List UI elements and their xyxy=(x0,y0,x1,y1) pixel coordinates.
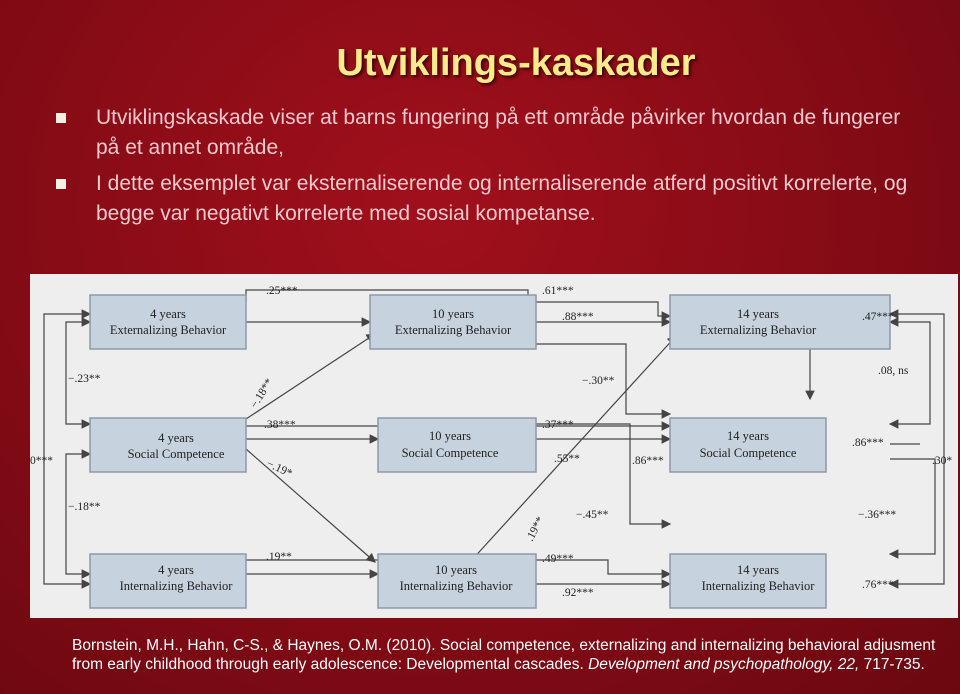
coef-int10-int14: .92*** xyxy=(562,587,594,599)
coef-ext10-ext14: .88*** xyxy=(562,311,594,323)
coef-soc4-int10: −.19* xyxy=(265,458,294,480)
coef-int14-right: .76*** xyxy=(862,579,894,591)
box-soc-14: 14 years Social Competence xyxy=(669,417,827,473)
box-ext-14-line1: 14 years xyxy=(737,307,779,321)
box-ext-4-line1: 4 years xyxy=(150,307,186,321)
citation-pages: 717-735. xyxy=(859,656,925,673)
box-int-10-line2: Internalizing Behavior xyxy=(400,579,514,593)
coef-soc10-int14: −.45** xyxy=(576,509,609,521)
box-int-4-line1: 4 years xyxy=(158,563,194,577)
box-int-4: 4 years Internalizing Behavior xyxy=(89,553,247,609)
box-soc-4: 4 years Social Competence xyxy=(89,417,247,473)
coef-right-outer: .30* xyxy=(932,455,952,467)
coef-soc4-soc14: .37*** xyxy=(542,419,574,431)
citation: Bornstein, M.H., Hahn, C-S., & Haynes, O… xyxy=(72,636,952,674)
citation-journal: Development and psychopathology, 22, xyxy=(588,656,860,673)
coef-soc4-soc10: .38*** xyxy=(264,419,296,431)
coef-soc10-soc14: .86*** xyxy=(852,437,884,449)
bullet-item-2: I dette eksemplet var eksternaliserende … xyxy=(56,169,926,229)
coef-ext4-ext10: .25*** xyxy=(266,285,298,297)
box-ext-4-line2: Externalizing Behavior xyxy=(110,323,227,337)
square-bullet-icon xyxy=(56,179,66,189)
box-ext-4: 4 years Externalizing Behavior xyxy=(89,294,247,350)
box-ext-14-line2: Externalizing Behavior xyxy=(700,323,817,337)
box-int-14-line1: 14 years xyxy=(737,563,779,577)
coef-ext14-soc14: .47*** xyxy=(862,311,894,323)
coef-int4-int10: .19** xyxy=(266,551,292,563)
bullet-text-1: Utviklingskaskade viser at barns fungeri… xyxy=(96,106,901,159)
coef-ext4-soc10: −.18** xyxy=(248,377,275,411)
box-int-14: 14 years Internalizing Behavior xyxy=(669,553,827,609)
coef-ext10-soc10: −.30** xyxy=(582,375,615,387)
coef-soc14-int14-b: −.36*** xyxy=(858,509,896,521)
coef-ext4-soc4: −.23** xyxy=(68,373,101,385)
box-int-10: 10 years Internalizing Behavior xyxy=(377,553,537,609)
square-bullet-icon xyxy=(56,113,66,123)
box-int-4-line2: Internalizing Behavior xyxy=(120,579,234,593)
coef-int4-ext14: .19** xyxy=(524,515,547,544)
box-soc-10: 10 years Social Competence xyxy=(377,417,537,473)
bullet-item-1: Utviklingskaskade viser at barns fungeri… xyxy=(56,103,926,163)
box-soc-10-line1: 10 years xyxy=(429,429,471,443)
coef-ext4-ext14: .61*** xyxy=(542,285,574,297)
coef-soc10-int10: .55** xyxy=(554,453,580,465)
box-soc-4-line1: 4 years xyxy=(158,431,194,445)
coef-left-outer: 0*** xyxy=(30,455,53,467)
bullet-text-2: I dette eksemplet var eksternaliserende … xyxy=(96,172,908,225)
box-soc-4-line2: Social Competence xyxy=(128,447,225,461)
cascade-diagram-svg: 4 years Externalizing Behavior 10 years … xyxy=(30,285,952,609)
box-soc-14-line2: Social Competence xyxy=(700,446,797,460)
box-ext-14: 14 years Externalizing Behavior xyxy=(669,294,891,350)
box-ext-10-line1: 10 years xyxy=(432,307,474,321)
cascade-diagram: 4 years Externalizing Behavior 10 years … xyxy=(30,274,958,618)
box-soc-10-line2: Social Competence xyxy=(402,446,499,460)
citation-text: Bornstein, M.H., Hahn, C-S., & Haynes, O… xyxy=(72,637,936,673)
box-soc-14-line1: 14 years xyxy=(727,429,769,443)
coef-soc14-right: .86*** xyxy=(632,455,664,467)
box-ext-10: 10 years Externalizing Behavior xyxy=(369,294,537,350)
slide-title: Utviklings-kaskader xyxy=(336,42,696,84)
box-int-10-line1: 10 years xyxy=(435,563,477,577)
coef-soc4-int4: −.18** xyxy=(68,501,101,513)
box-int-14-line2: Internalizing Behavior xyxy=(702,579,816,593)
box-ext-10-line2: Externalizing Behavior xyxy=(395,323,512,337)
coef-soc14-int14: .08, ns xyxy=(878,365,909,377)
coef-int4-int14: .49*** xyxy=(542,553,574,565)
